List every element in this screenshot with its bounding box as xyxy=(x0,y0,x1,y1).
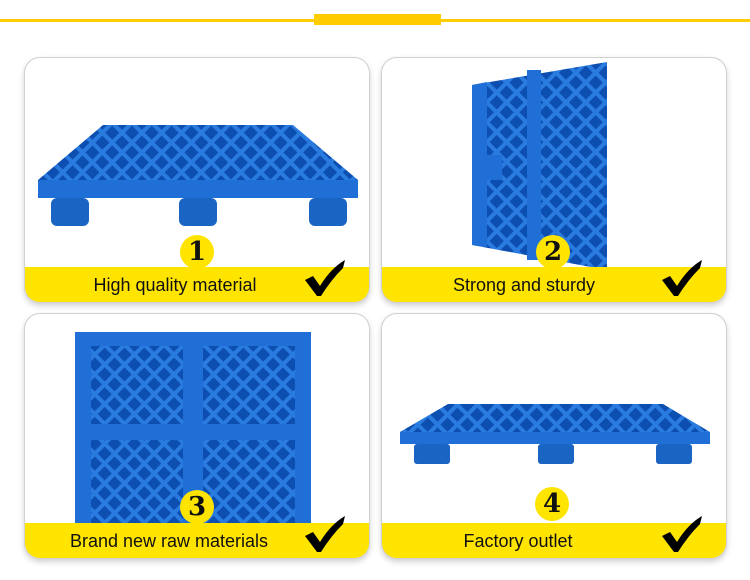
feature-caption: High quality material xyxy=(93,275,257,295)
caption-band: High quality material xyxy=(25,267,369,302)
pallet-image-side-view xyxy=(472,62,607,270)
caption-band: Strong and sturdy xyxy=(382,267,726,302)
checkmark-icon xyxy=(660,514,704,554)
checkmark-icon xyxy=(660,258,704,298)
step-number-badge: 4 xyxy=(535,487,569,521)
caption-band: Factory outlet xyxy=(382,523,726,558)
checkmark-icon xyxy=(303,258,347,298)
step-number-badge: 1 xyxy=(180,235,214,269)
checkmark-icon xyxy=(303,514,347,554)
header-accent-bar xyxy=(314,14,441,25)
step-number-badge: 3 xyxy=(180,490,214,524)
caption-band: Brand new raw materials xyxy=(25,523,369,558)
step-number-badge: 2 xyxy=(536,235,570,269)
feature-card-2: 2 Strong and sturdy xyxy=(381,57,727,303)
feature-caption: Strong and sturdy xyxy=(452,275,596,295)
feature-card-1: 1 High quality material xyxy=(24,57,370,303)
feature-card-3: 3 Brand new raw materials xyxy=(24,313,370,559)
pallet-image-top-view xyxy=(38,125,358,226)
feature-caption: Brand new raw materials xyxy=(69,531,269,551)
feature-caption: Factory outlet xyxy=(463,531,573,551)
feature-card-4: 4 Factory outlet xyxy=(381,313,727,559)
pallet-image-low-angle xyxy=(400,404,710,464)
